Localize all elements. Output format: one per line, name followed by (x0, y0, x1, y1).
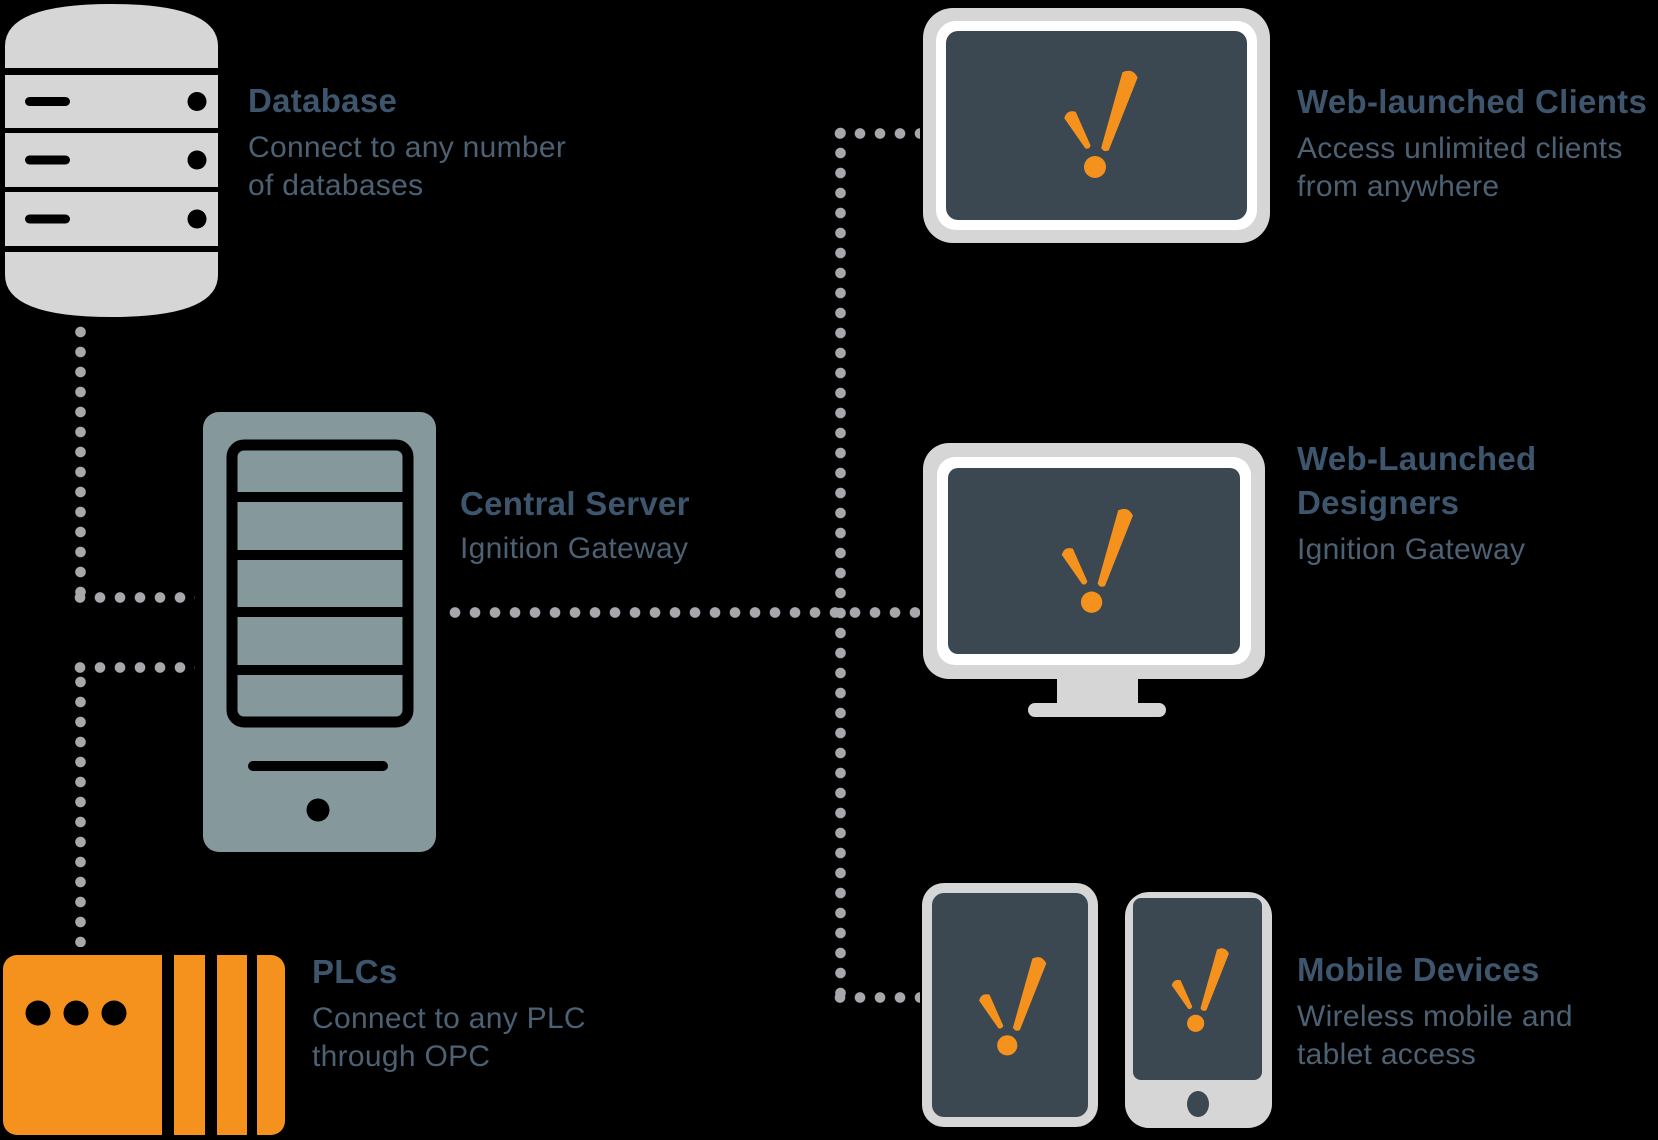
connector-to-web-clients (830, 127, 920, 139)
phone-screen (1133, 898, 1262, 1080)
mobile-label: Mobile Devices Wireless mobile and table… (1297, 950, 1573, 1074)
web-clients-device-screen (946, 31, 1247, 220)
connector-right-trunk (834, 123, 846, 1003)
ignition-check-icon (1048, 63, 1148, 183)
web-clients-description: Access unlimited clients from anywhere (1297, 132, 1623, 203)
ignition-check-icon (1046, 501, 1143, 618)
plc-icon (3, 955, 285, 1135)
connector-to-mobile (830, 991, 920, 1003)
mobile-description: Wireless mobile and tablet access (1297, 1000, 1573, 1071)
web-clients-title: Web-launched Clients (1297, 83, 1648, 120)
database-description: Connect to any number of databases (248, 131, 567, 202)
central-server-label: Central Server Ignition Gateway (460, 484, 690, 568)
plcs-description: Connect to any PLC through OPC (312, 1002, 586, 1073)
plcs-label: PLCs Connect to any PLC through OPC (312, 952, 586, 1076)
designers-subtitle: Ignition Gateway (1297, 533, 1526, 566)
monitor-screen (948, 468, 1240, 654)
mobile-title: Mobile Devices (1297, 951, 1540, 988)
phone-home-button (1187, 1091, 1209, 1117)
web-clients-label: Web-launched Clients Access unlimited cl… (1297, 82, 1647, 206)
connector-plc-to-server (70, 661, 195, 673)
ignition-check-icon (1159, 942, 1237, 1036)
central-server-subtitle: Ignition Gateway (460, 532, 689, 565)
designers-title: Web-Launched Designers (1297, 440, 1537, 521)
monitor-stand-base (1028, 703, 1166, 717)
ignition-check-icon (964, 950, 1056, 1060)
connector-server-to-designer (445, 606, 920, 618)
database-title: Database (248, 82, 398, 119)
central-server-title: Central Server (460, 485, 690, 522)
connector-database-to-server (70, 591, 195, 603)
connector-plc-up (74, 672, 86, 947)
central-server-icon (203, 412, 436, 852)
designers-label: Web-Launched Designers Ignition Gateway (1297, 437, 1537, 569)
connector-database-down (74, 322, 86, 602)
plcs-title: PLCs (312, 953, 398, 990)
database-label: Database Connect to any number of databa… (248, 81, 566, 205)
database-icon (5, 4, 218, 317)
tablet-screen (932, 893, 1088, 1117)
